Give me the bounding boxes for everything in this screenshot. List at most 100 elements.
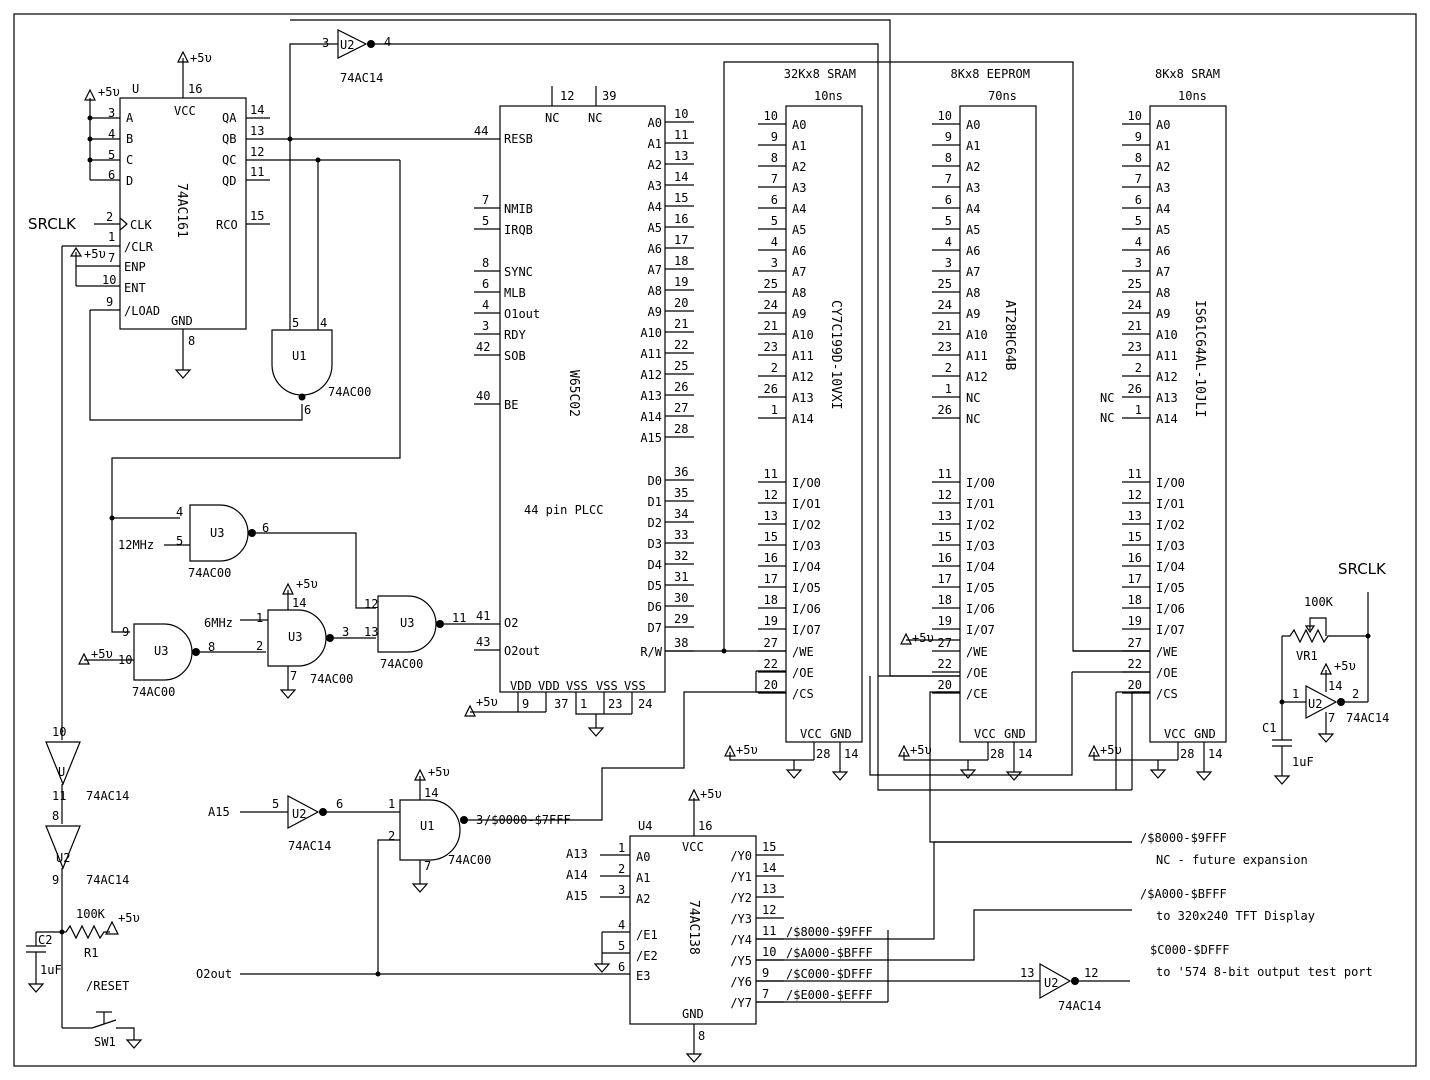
memory-pin-name: /WE xyxy=(966,645,988,659)
svg-text:6: 6 xyxy=(482,277,489,291)
svg-text:2: 2 xyxy=(256,639,263,653)
memory-pin-num: 19 xyxy=(938,614,952,628)
memory-pin-name: I/O6 xyxy=(792,602,821,616)
svg-text:VR1: VR1 xyxy=(1296,649,1318,663)
svg-text:C2: C2 xyxy=(38,933,52,947)
cpu-pin-num: 21 xyxy=(674,317,688,331)
memory-gnd-pin: 14 xyxy=(844,747,858,761)
memory-pin-name: NC xyxy=(966,391,980,405)
svg-text:W65C02: W65C02 xyxy=(566,370,581,417)
svg-text:6: 6 xyxy=(108,168,115,182)
cpu-pin-name: A6 xyxy=(648,242,662,256)
memory-pin-num: 22 xyxy=(1128,657,1142,671)
memory-pin-name: A12 xyxy=(792,370,814,384)
svg-text:9: 9 xyxy=(52,873,59,887)
svg-text:VDD: VDD xyxy=(538,679,560,693)
memory-pin-num: 6 xyxy=(771,193,778,207)
memory-pin-num: 7 xyxy=(1135,172,1142,186)
memory-pin-name: I/O2 xyxy=(792,518,821,532)
svg-text:QD: QD xyxy=(222,174,236,188)
memory-pin-name: I/O5 xyxy=(792,581,821,595)
memory-pin-name: A5 xyxy=(792,223,806,237)
svg-text:74AC14: 74AC14 xyxy=(86,789,129,803)
memory-supply: +5υ xyxy=(910,743,932,757)
svg-text:U: U xyxy=(58,765,65,779)
memory-pin-name: I/O0 xyxy=(792,476,821,490)
inverter-u2-top: U2 3 4 74AC14 xyxy=(289,29,1132,791)
cpu-pin-name: A12 xyxy=(640,368,662,382)
memory-pin-num: 3 xyxy=(945,256,952,270)
decoder-pin-name: /Y1 xyxy=(730,870,752,884)
memory-pin-num: 17 xyxy=(938,572,952,586)
svg-text:13: 13 xyxy=(1020,966,1034,980)
decoder-pin-num: 11 xyxy=(762,924,776,938)
counter-gnd-label: GND xyxy=(171,314,193,328)
svg-text:BE: BE xyxy=(504,398,518,412)
svg-text:RDY: RDY xyxy=(504,328,526,342)
svg-text:C1: C1 xyxy=(1262,721,1276,735)
svg-text:+5υ: +5υ xyxy=(428,765,450,779)
memory-pin-num: 20 xyxy=(938,678,952,692)
svg-text:ENP: ENP xyxy=(124,260,146,274)
svg-text:IRQB: IRQB xyxy=(504,223,533,237)
memory-pin-num: 13 xyxy=(1128,509,1142,523)
svg-text:SW1: SW1 xyxy=(94,1035,116,1049)
decoder-pin-name: /Y7 xyxy=(730,996,752,1010)
memory-8k-sram: 8Kx8 SRAM10nsIS61C64AL-10JLI10A09A18A27A… xyxy=(1088,67,1227,781)
svg-text:6: 6 xyxy=(304,403,311,417)
memory-pin-num: 8 xyxy=(771,151,778,165)
svg-text:11: 11 xyxy=(452,611,466,625)
svg-text:74AC00: 74AC00 xyxy=(328,385,371,399)
memory-pin-num: 11 xyxy=(764,467,778,481)
memory-pin-num: 17 xyxy=(764,572,778,586)
svg-text:RESB: RESB xyxy=(504,132,533,146)
memory-pin-num: 5 xyxy=(1135,214,1142,228)
svg-text:B: B xyxy=(126,132,133,146)
cpu-pin-num: 16 xyxy=(674,212,688,226)
svg-text:74AC00: 74AC00 xyxy=(188,566,231,580)
svg-text:8: 8 xyxy=(208,640,215,654)
svg-text:7: 7 xyxy=(108,251,115,265)
svg-text:11: 11 xyxy=(250,165,264,179)
svg-text:100K: 100K xyxy=(76,907,106,921)
memory-pin-num: 26 xyxy=(764,382,778,396)
svg-text:+5υ: +5υ xyxy=(476,695,498,709)
svg-text:41: 41 xyxy=(476,609,490,623)
memory-pin-num: 1 xyxy=(945,382,952,396)
memory-pin-name: A4 xyxy=(966,202,980,216)
svg-text:/RESET: /RESET xyxy=(86,979,129,993)
svg-text:24: 24 xyxy=(638,697,652,711)
svg-text:40: 40 xyxy=(476,389,490,403)
counter-ref: U xyxy=(132,82,139,96)
svg-text:16: 16 xyxy=(698,819,712,833)
memory-pin-num: 2 xyxy=(771,361,778,375)
memory-pin-name: A6 xyxy=(966,244,980,258)
memory-pin-num: 5 xyxy=(945,214,952,228)
svg-text:39: 39 xyxy=(602,89,616,103)
svg-text:74AC14: 74AC14 xyxy=(288,839,331,853)
decoder-pin-name: /Y2 xyxy=(730,891,752,905)
svg-text:3: 3 xyxy=(342,625,349,639)
svg-text:A0: A0 xyxy=(636,850,650,864)
memory-pin-name: A2 xyxy=(966,160,980,174)
memory-pin-num: 19 xyxy=(764,614,778,628)
memory-part: CY7C199D-10VXI xyxy=(828,300,843,410)
memory-pin-name: A9 xyxy=(1156,307,1170,321)
memory-part: IS61C64AL-10JLI xyxy=(1192,300,1207,417)
decoder-pin-name: /Y4 xyxy=(730,933,752,947)
svg-text:2: 2 xyxy=(388,829,395,843)
svg-text:QC: QC xyxy=(222,153,236,167)
memory-title: 32Kx8 SRAM xyxy=(784,67,856,81)
svg-text:U2: U2 xyxy=(1044,976,1058,990)
svg-text:R1: R1 xyxy=(84,946,98,960)
svg-text:5: 5 xyxy=(618,939,625,953)
memory-pin-num: 27 xyxy=(764,636,778,650)
cpu-pin-name: A13 xyxy=(640,389,662,403)
memory-pin-name: A1 xyxy=(966,139,980,153)
memory-pin-num: 11 xyxy=(1128,467,1142,481)
memory-pin-name: I/O4 xyxy=(792,560,821,574)
memory-pin-num: 1 xyxy=(771,403,778,417)
svg-text:O2out: O2out xyxy=(504,644,540,658)
memory-pin-num: 16 xyxy=(938,551,952,565)
svg-text:8: 8 xyxy=(698,1029,705,1043)
